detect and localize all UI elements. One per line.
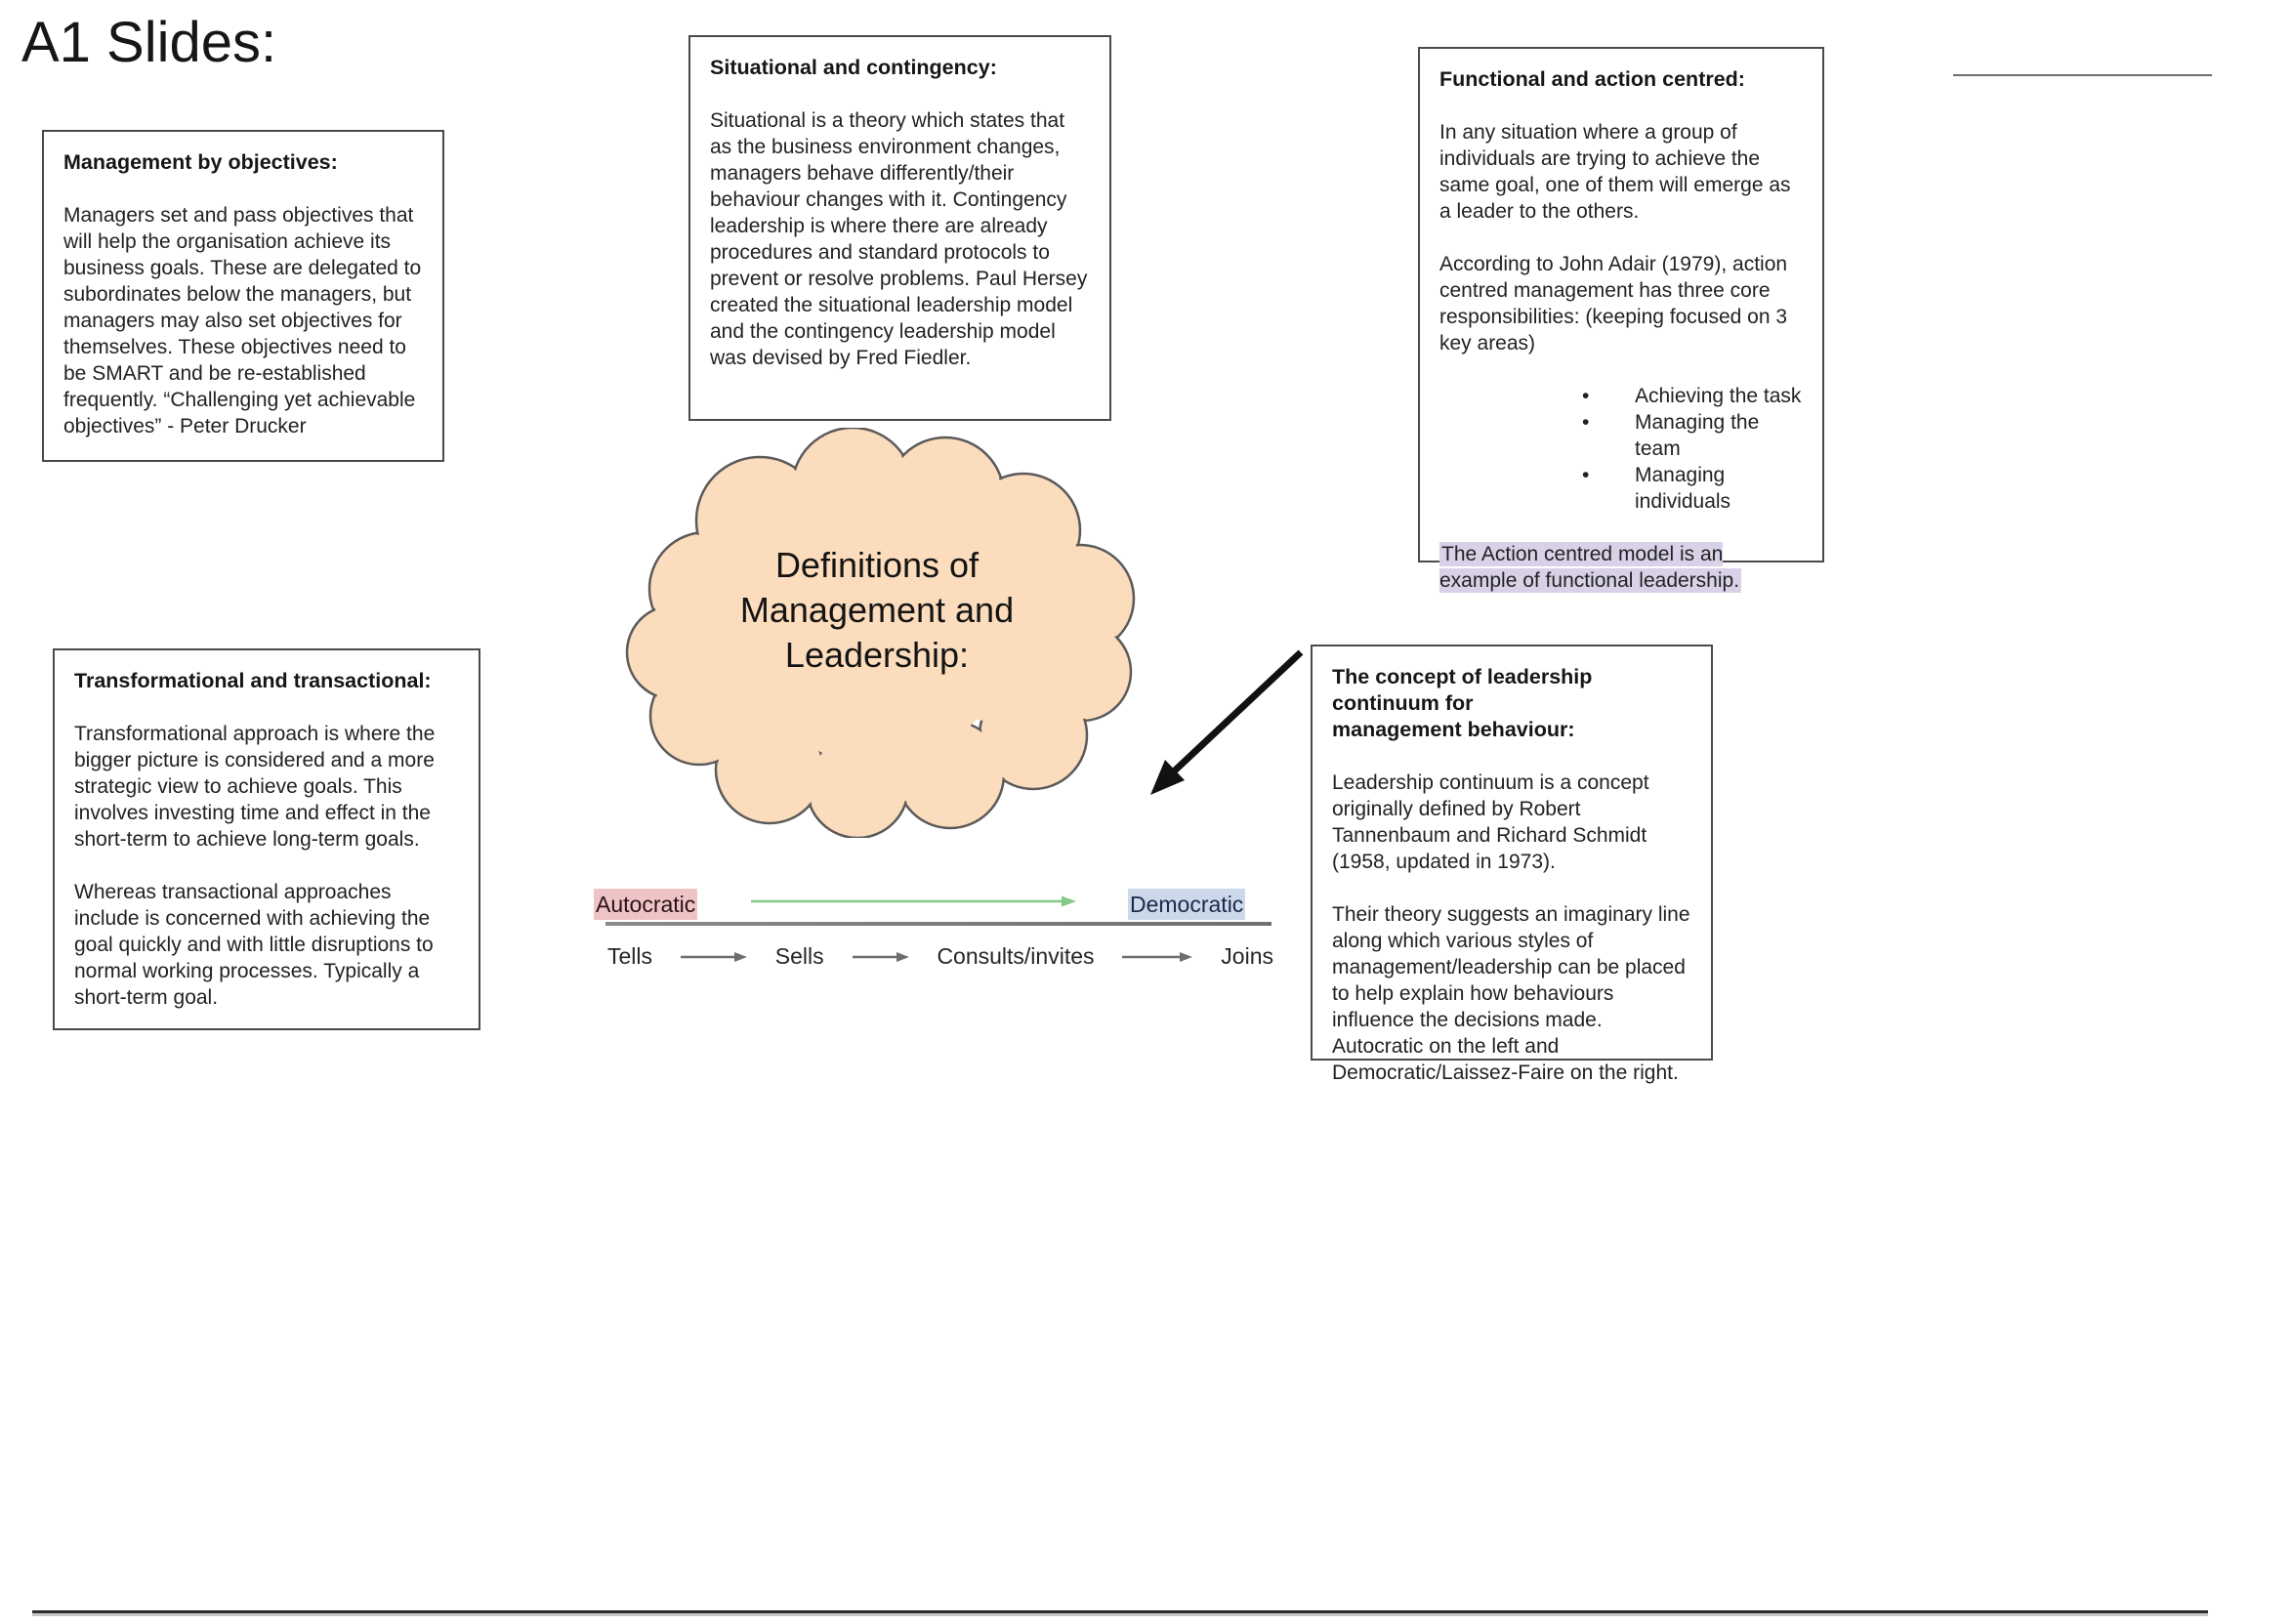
top-right-divider-line	[1953, 74, 2212, 76]
page-title: A1 Slides:	[21, 11, 277, 74]
textbox-paragraph: In any situation where a group of indivi…	[1439, 121, 1791, 223]
pointer-arrow-icon	[1133, 637, 1318, 812]
green-arrow-icon	[747, 892, 1079, 916]
textbox-paragraph: According to John Adair (1979), action c…	[1439, 253, 1788, 354]
textbox-heading: Situational and contingency:	[710, 56, 997, 79]
textbox-heading: The concept of leadership continuum for …	[1332, 665, 1593, 741]
highlighted-note-text: The Action centred model is an example o…	[1439, 542, 1742, 593]
textbox-paragraph: Transformational approach is where the b…	[74, 723, 436, 851]
textbox-heading: Management by objectives:	[63, 150, 338, 174]
bullet-item: Managing the team	[1564, 409, 1809, 462]
right-arrow-icon	[1122, 943, 1193, 970]
textbox-situational-contingency: Situational and contingency: Situational…	[688, 35, 1111, 421]
continuum-step-consults: Consults/invites	[937, 943, 1095, 969]
textbox-paragraph: Their theory suggests an imaginary line …	[1332, 903, 1690, 1084]
right-arrow-icon	[680, 943, 747, 970]
textbox-paragraph: Whereas transactional approaches include…	[74, 881, 434, 1009]
bottom-divider-line	[32, 1610, 2208, 1613]
textbox-heading: Functional and action centred:	[1439, 67, 1745, 91]
textbox-body: Situational is a theory which states tha…	[710, 109, 1088, 369]
textbox-leadership-continuum-concept: The concept of leadership continuum for …	[1311, 645, 1713, 1084]
textbox-management-by-objectives: Management by objectives: Managers set a…	[42, 130, 444, 462]
textbox-body: Managers set and pass objectives that wi…	[63, 204, 422, 437]
right-arrow-icon	[852, 943, 909, 970]
continuum-steps-row: Tells Sells Consults/invites Joins	[607, 943, 1273, 970]
cloud-shape	[625, 428, 1136, 838]
bullet-item: Managing individuals	[1564, 462, 1809, 515]
textbox-functional-action-centred: Functional and action centred: In any si…	[1418, 47, 1824, 593]
continuum-baseline	[605, 922, 1272, 926]
continuum-label-autocratic: Autocratic	[594, 889, 698, 920]
continuum-step-sells: Sells	[774, 943, 824, 969]
cloud-title: Definitions of Management and Leadership…	[739, 545, 1015, 675]
definitions-cloud: Definitions of Management and Leadership…	[613, 428, 1146, 838]
textbox-transformational-transactional: Transformational and transactional: Tran…	[53, 648, 480, 1030]
responsibilities-bullet-list: Achieving the task Managing the team Man…	[1564, 383, 1803, 515]
textbox-paragraph: Leadership continuum is a concept origin…	[1332, 771, 1649, 873]
continuum-label-democratic: Democratic	[1128, 889, 1246, 920]
bullet-item: Achieving the task	[1564, 383, 1809, 409]
highlighted-note: The Action centred model is an example o…	[1439, 541, 1803, 594]
continuum-step-tells: Tells	[607, 943, 653, 969]
continuum-step-joins: Joins	[1221, 943, 1273, 969]
textbox-heading: Transformational and transactional:	[74, 669, 432, 692]
